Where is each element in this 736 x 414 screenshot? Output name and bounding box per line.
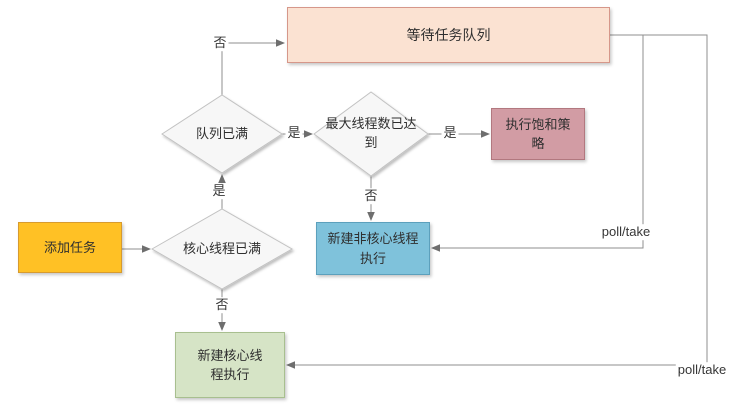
node-new-core-thread: 新建核心线 程执行 — [175, 332, 285, 398]
node-max-threads: 最大线程数已达 到 — [325, 116, 417, 150]
arrowhead-into-new-core-top — [218, 322, 226, 331]
diamond-core-full-shape — [150, 208, 294, 290]
node-core-full: 核心线程已满 — [182, 240, 261, 256]
arrowhead-into-new-core-right — [286, 361, 295, 369]
connector-wait-queue-to-new-core — [295, 34, 708, 366]
node-non-core-thread: 新建非核心线程 执行 — [316, 222, 430, 275]
arrowhead-into-wait-queue — [276, 39, 285, 47]
connector-queue-full-to-wait-queue — [221, 42, 276, 95]
arrowhead-into-core-full — [142, 245, 151, 253]
arrowhead-into-saturation — [481, 130, 490, 138]
edge-label-max-threads-yes: 是 — [441, 125, 459, 141]
edge-label-poll-take-new-core: poll/take — [675, 362, 729, 378]
edge-label-core-full-no: 否 — [213, 297, 231, 313]
node-saturation-policy: 执行饱和策 略 — [491, 108, 585, 160]
diamond-max-threads-shape — [313, 91, 429, 177]
edge-label-max-threads-no: 否 — [362, 188, 380, 204]
arrowhead-into-max-threads — [304, 130, 313, 138]
edge-label-queue-full-no: 否 — [211, 35, 229, 51]
edge-label-poll-take-non-core: poll/take — [599, 224, 653, 240]
edge-label-core-full-yes: 是 — [210, 183, 228, 199]
node-queue-full: 队列已满 — [195, 125, 248, 141]
node-add-task: 添加任务 — [18, 222, 122, 273]
arrowhead-into-non-core-right — [431, 244, 440, 252]
arrowhead-into-non-core-top — [367, 212, 375, 221]
edge-label-queue-full-yes: 是 — [285, 125, 303, 141]
arrowhead-into-queue-full-bottom — [218, 174, 226, 183]
diamond-queue-full-shape — [161, 94, 283, 174]
node-wait-queue: 等待任务队列 — [287, 7, 610, 63]
